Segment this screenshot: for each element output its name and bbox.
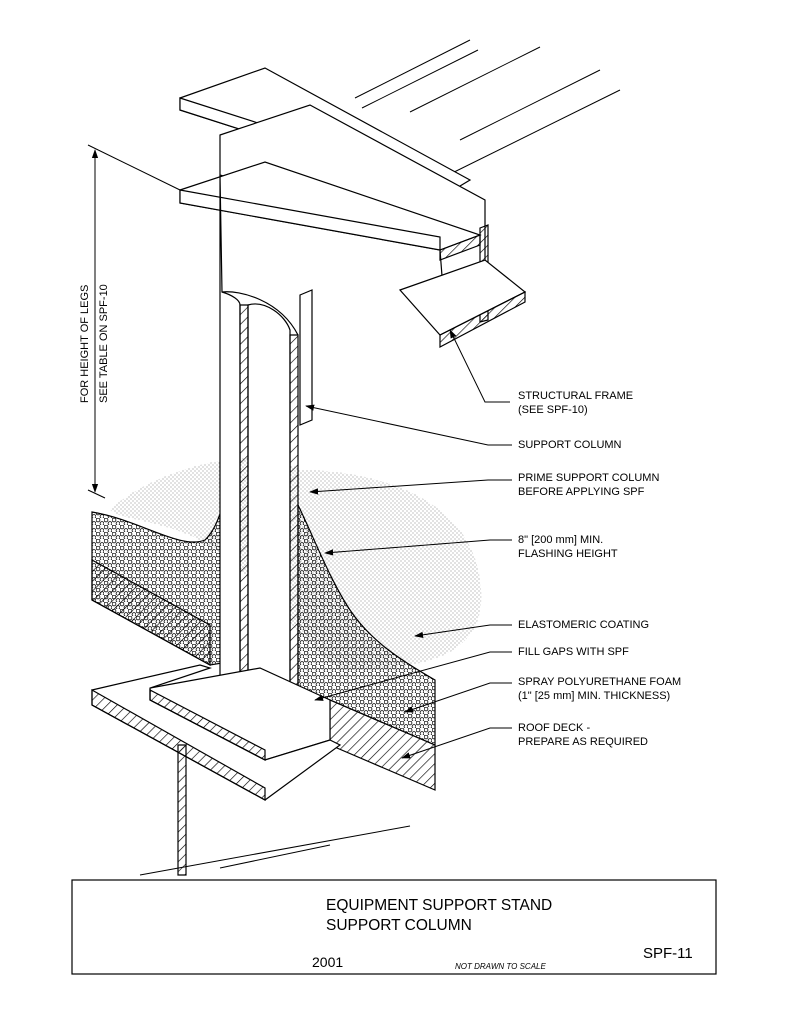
svg-text:SPF-11: SPF-11: [643, 945, 693, 962]
svg-text:ELASTOMERIC COATING: ELASTOMERIC COATING: [518, 619, 649, 631]
callout-spray-foam-1: SPRAY POLYURETHANE FOAM: [518, 676, 681, 688]
leader-roof-deck: [401, 727, 512, 759]
leader-support-column: [305, 404, 512, 446]
svg-text:SPRAY POLYURETHANE FOAM: SPRAY POLYURETHANE FOAM: [518, 676, 681, 688]
svg-text:STRUCTURAL FRAME: STRUCTURAL FRAME: [518, 390, 633, 402]
svg-text:BEFORE APPLYING SPF: BEFORE APPLYING SPF: [518, 486, 645, 498]
title-block-frame: [71, 879, 717, 975]
leader-spray-foam: [404, 682, 512, 713]
callout-flashing-height-2: FLASHING HEIGHT: [518, 548, 618, 560]
svg-text:ROOF DECK -: ROOF DECK -: [518, 722, 590, 734]
leader-elastomeric: [414, 624, 512, 638]
scale-note: NOT DRAWN TO SCALE: [455, 962, 546, 971]
callout-leaders: [305, 329, 512, 759]
callout-spray-foam-2: (1" [25 mm] MIN. THICKNESS): [518, 690, 670, 702]
callout-roof-deck-1: ROOF DECK -: [518, 722, 590, 734]
svg-text:SUPPORT COLUMN: SUPPORT COLUMN: [326, 917, 472, 934]
base-plate: [91, 664, 342, 876]
dimension-note: FOR HEIGHT OF LEGS SEE TABLE ON SPF-10: [79, 284, 110, 403]
callout-fill-gaps: FILL GAPS WITH SPF: [518, 646, 629, 658]
svg-text:8" [200 mm] MIN.: 8" [200 mm] MIN.: [518, 534, 603, 546]
sheet-number: SPF-11: [643, 945, 693, 962]
svg-text:FOR HEIGHT OF LEGS: FOR HEIGHT OF LEGS: [79, 285, 91, 403]
support-column: [219, 174, 313, 701]
title-line-1: EQUIPMENT SUPPORT STAND: [326, 897, 552, 914]
leader-prime-column: [309, 479, 512, 495]
callout-structural-frame-2: (SEE SPF-10): [518, 404, 588, 416]
dimension-leg-height: [87, 144, 181, 499]
callout-support-column: SUPPORT COLUMN: [518, 439, 622, 451]
callout-elastomeric-coating: ELASTOMERIC COATING: [518, 619, 649, 631]
callout-structural-frame-1: STRUCTURAL FRAME: [518, 390, 633, 402]
leader-fill-gaps: [314, 651, 512, 701]
svg-text:(1" [25 mm] MIN. THICKNESS): (1" [25 mm] MIN. THICKNESS): [518, 690, 670, 702]
svg-text:NOT DRAWN TO SCALE: NOT DRAWN TO SCALE: [455, 962, 546, 971]
callout-prime-column-2: BEFORE APPLYING SPF: [518, 486, 645, 498]
svg-text:SUPPORT COLUMN: SUPPORT COLUMN: [518, 439, 622, 451]
svg-text:PRIME SUPPORT COLUMN: PRIME SUPPORT COLUMN: [518, 472, 659, 484]
svg-text:EQUIPMENT SUPPORT STAND: EQUIPMENT SUPPORT STAND: [326, 897, 552, 914]
callout-flashing-height-1: 8" [200 mm] MIN.: [518, 534, 603, 546]
callout-labels: STRUCTURAL FRAME (SEE SPF-10) SUPPORT CO…: [518, 390, 681, 748]
callout-prime-column-1: PRIME SUPPORT COLUMN: [518, 472, 659, 484]
svg-text:FILL GAPS WITH SPF: FILL GAPS WITH SPF: [518, 646, 629, 658]
title-block: EQUIPMENT SUPPORT STAND SUPPORT COLUMN 2…: [71, 879, 717, 975]
callout-roof-deck-2: PREPARE AS REQUIRED: [518, 736, 648, 748]
title-year: 2001: [312, 954, 343, 970]
leader-flashing-height: [324, 539, 512, 556]
structural-frame-beam: [179, 67, 527, 348]
dimension-note-line-1: FOR HEIGHT OF LEGS: [79, 285, 91, 403]
svg-text:2001: 2001: [312, 954, 343, 970]
svg-text:(SEE SPF-10): (SEE SPF-10): [518, 404, 588, 416]
title-line-2: SUPPORT COLUMN: [326, 917, 472, 934]
svg-text:PREPARE AS REQUIRED: PREPARE AS REQUIRED: [518, 736, 648, 748]
dimension-note-line-2: SEE TABLE ON SPF-10: [98, 284, 110, 403]
leader-structural-frame: [449, 329, 510, 403]
svg-text:FLASHING HEIGHT: FLASHING HEIGHT: [518, 548, 618, 560]
svg-text:SEE TABLE ON SPF-10: SEE TABLE ON SPF-10: [98, 284, 110, 403]
